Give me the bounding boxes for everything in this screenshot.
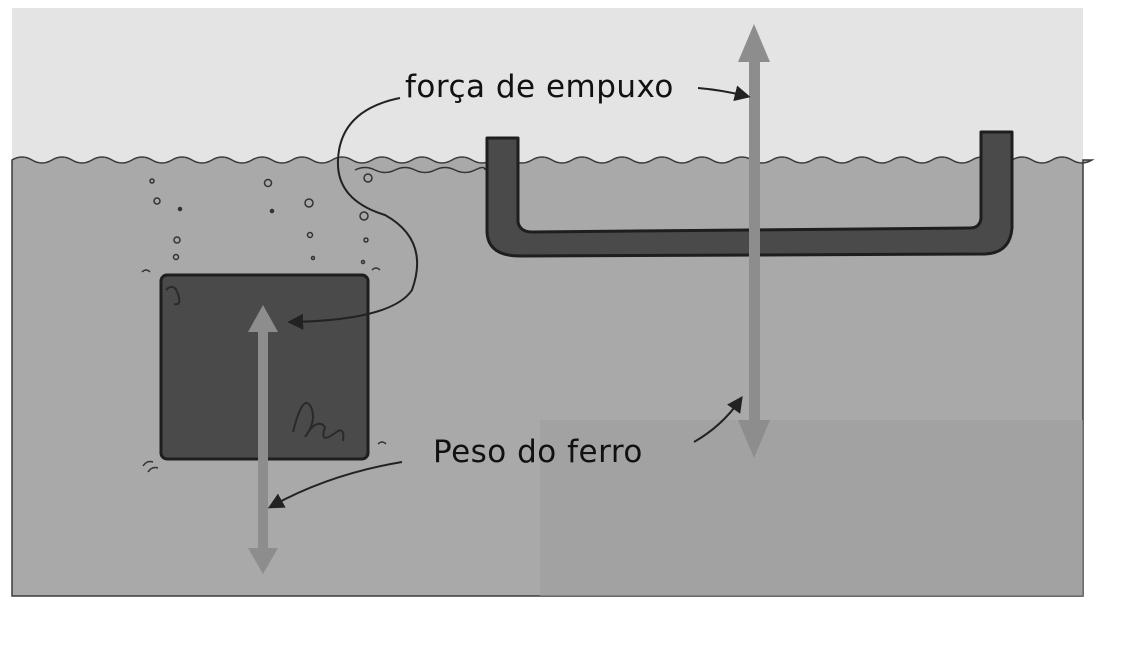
boat-force-arrow	[738, 24, 770, 458]
block-scribble	[165, 285, 345, 442]
weight-leader-to-boat	[693, 396, 743, 443]
buoyancy-leader-to-boat	[697, 85, 751, 102]
air-region	[12, 8, 1083, 178]
water-shade	[540, 420, 1083, 596]
water-surface-line	[354, 166, 486, 174]
iron-weight-label: Peso do ferro	[433, 434, 643, 470]
bubbles	[149, 173, 373, 265]
block-force-arrow	[248, 305, 278, 574]
weight-leader-to-block	[267, 461, 403, 509]
buoyant-force-label: força de empuxo	[405, 69, 674, 105]
motion-marks	[141, 267, 387, 473]
buoyancy-leader-to-block	[287, 97, 419, 330]
